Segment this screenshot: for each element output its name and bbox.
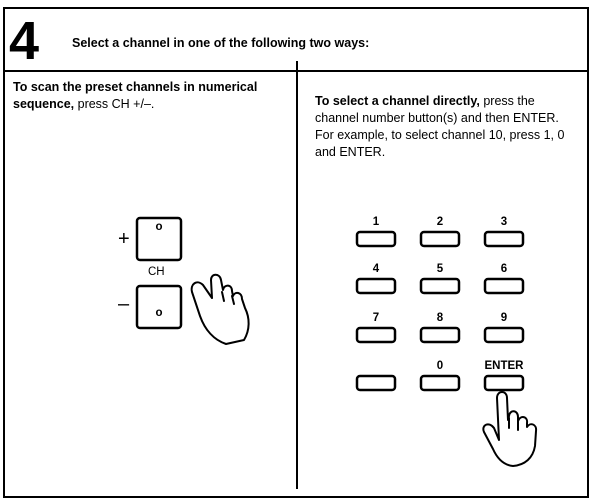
key-2-label: 2 <box>436 216 444 228</box>
key-blank[interactable] <box>355 374 397 392</box>
key-4[interactable] <box>355 277 397 295</box>
direct-instruction-bold: To select a channel directly, <box>315 94 480 108</box>
key-9[interactable] <box>483 326 525 344</box>
key-8[interactable] <box>419 326 461 344</box>
ch-minus-button[interactable] <box>135 284 183 330</box>
scan-instruction: To scan the preset channels in numerical… <box>13 79 283 113</box>
key-1-label: 1 <box>372 216 380 228</box>
panel-divider <box>296 61 298 489</box>
ch-plus-button[interactable] <box>135 216 183 262</box>
key-4-label: 4 <box>372 263 380 275</box>
key-3[interactable] <box>483 230 525 248</box>
key-5[interactable] <box>419 277 461 295</box>
direct-instruction-normal: press the channel number button(s) and t… <box>315 94 565 159</box>
key-6-label: 6 <box>500 263 508 275</box>
key-2[interactable] <box>419 230 461 248</box>
pointing-hand-icon <box>190 273 250 345</box>
key-7[interactable] <box>355 326 397 344</box>
key-5-label: 5 <box>436 263 444 275</box>
ch-minus-button-mark: o <box>155 307 163 319</box>
key-0-label: 0 <box>436 360 444 372</box>
key-1[interactable] <box>355 230 397 248</box>
scan-instruction-bold: To scan the preset channels in numerical… <box>13 80 258 111</box>
ch-label: CH <box>148 266 165 278</box>
key-3-label: 3 <box>500 216 508 228</box>
key-enter-label: ENTER <box>484 360 524 372</box>
direct-instruction: To select a channel directly, press the … <box>315 93 565 161</box>
scan-instruction-normal: press CH +/–. <box>74 97 155 111</box>
key-9-label: 9 <box>500 312 508 324</box>
plus-sign: + <box>118 228 130 250</box>
key-6[interactable] <box>483 277 525 295</box>
ch-plus-button-mark: o <box>155 221 163 233</box>
key-enter[interactable] <box>483 374 525 392</box>
key-7-label: 7 <box>372 312 380 324</box>
key-0[interactable] <box>419 374 461 392</box>
step-title: Select a channel in one of the following… <box>72 36 370 50</box>
pressing-hand-icon <box>482 391 538 467</box>
minus-sign: – <box>118 293 130 315</box>
step-number: 4 <box>9 11 39 71</box>
keypad <box>355 230 525 392</box>
instruction-frame: 4 Select a channel in one of the followi… <box>3 7 589 498</box>
key-8-label: 8 <box>436 312 444 324</box>
